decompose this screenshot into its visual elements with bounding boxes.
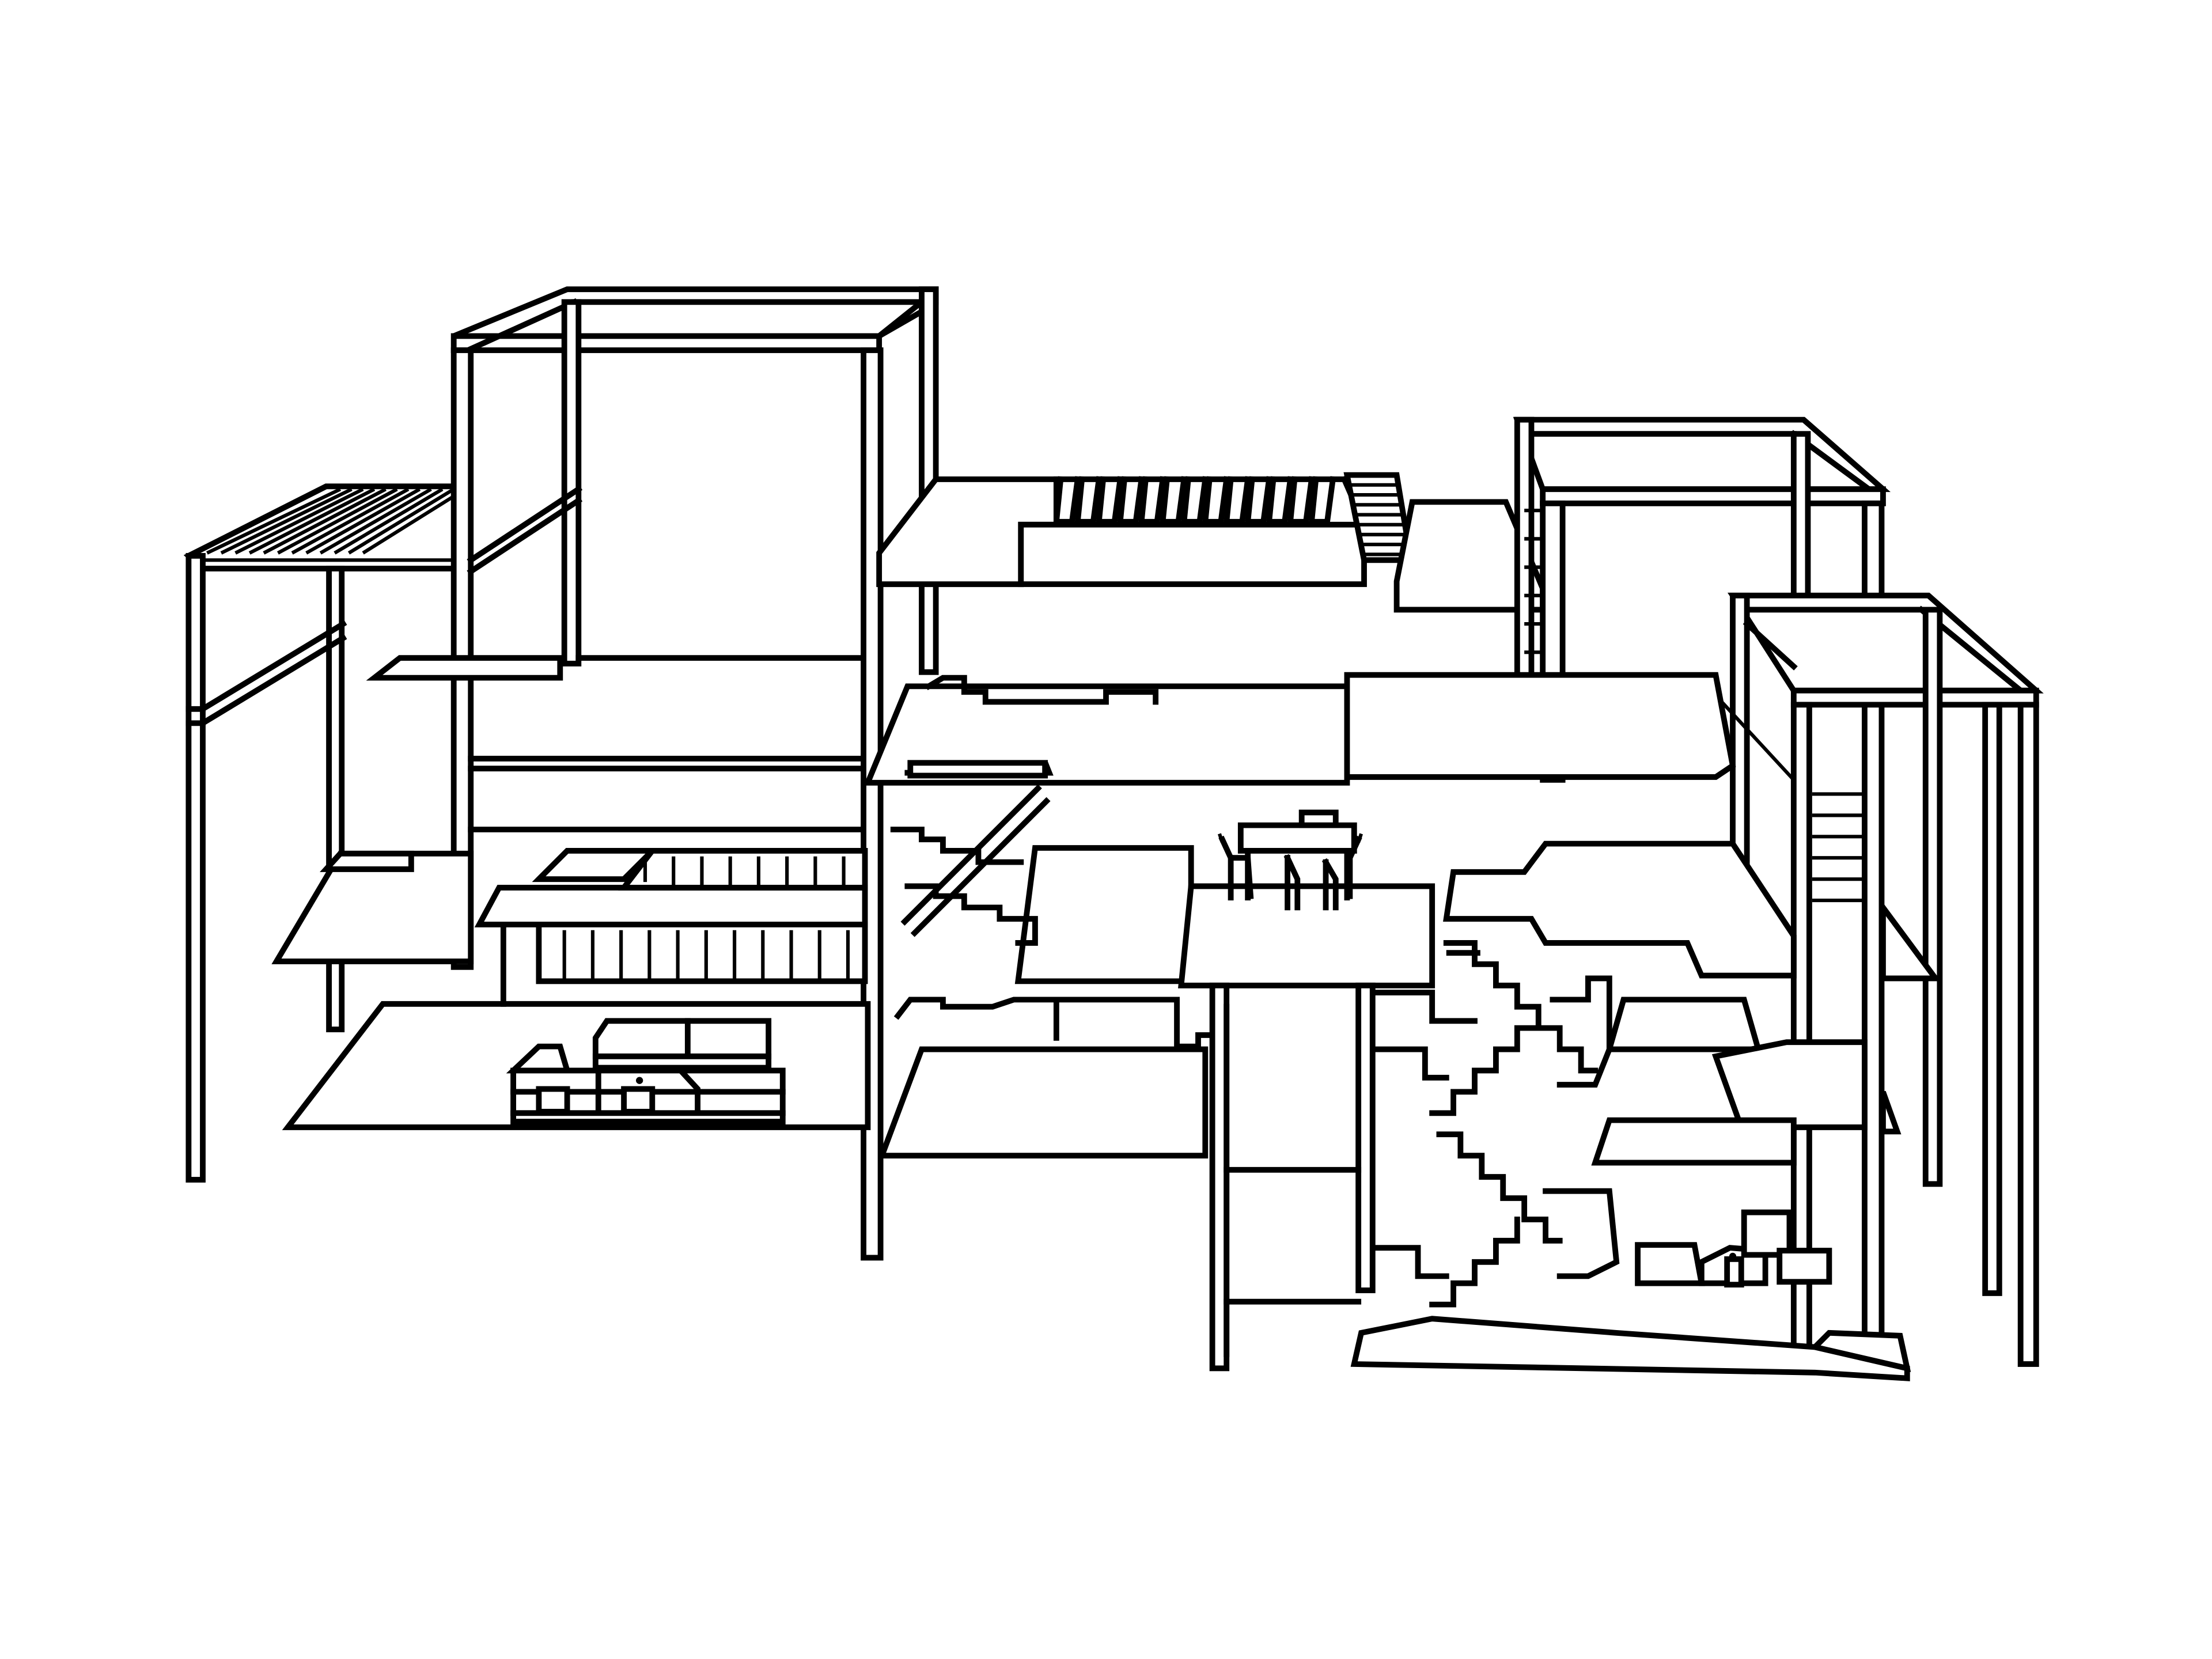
slab-courtyard-deck <box>474 885 868 927</box>
left-pergola-frame <box>183 483 471 1183</box>
glazed-courtyard <box>500 848 868 1007</box>
slab-top-left-ledge <box>366 655 563 681</box>
central-column-block <box>1209 982 1376 1372</box>
pergola-slats <box>203 487 468 562</box>
slab-bottom-right <box>1809 1330 1911 1372</box>
stair-upper-center <box>890 675 1159 946</box>
sofa-lower-right <box>1635 1209 1832 1288</box>
louver-fins <box>1053 476 1336 525</box>
right-upper-frame <box>1513 416 1891 1343</box>
slab-level3-right <box>1344 672 1736 780</box>
tall-left-frame <box>450 286 939 1261</box>
stair-right-main <box>1369 940 1620 1308</box>
slab-right-lower-1 <box>1605 997 1762 1052</box>
slab-ground-center <box>877 1046 1209 1159</box>
slab-far-right-1 <box>1880 899 1941 982</box>
stair-lower-center <box>893 997 1213 1050</box>
slab-dining <box>1178 883 1435 988</box>
sofa-ground-floor <box>506 1018 786 1125</box>
slab-right-lower-2 <box>1711 1039 1868 1130</box>
slab-left-step <box>320 850 414 872</box>
floor-slabs <box>271 655 1941 1381</box>
slab-right-mid <box>1443 840 1797 979</box>
dining-set <box>1218 809 1363 911</box>
slab-far-right-2 <box>1880 1090 1902 1135</box>
slab-left-balcony <box>271 850 474 964</box>
slab-right-lower-3 <box>1591 1117 1797 1166</box>
stair-flights <box>890 675 1620 1308</box>
roof-louvers <box>876 472 1546 613</box>
slab-mid-right <box>1014 845 1194 984</box>
